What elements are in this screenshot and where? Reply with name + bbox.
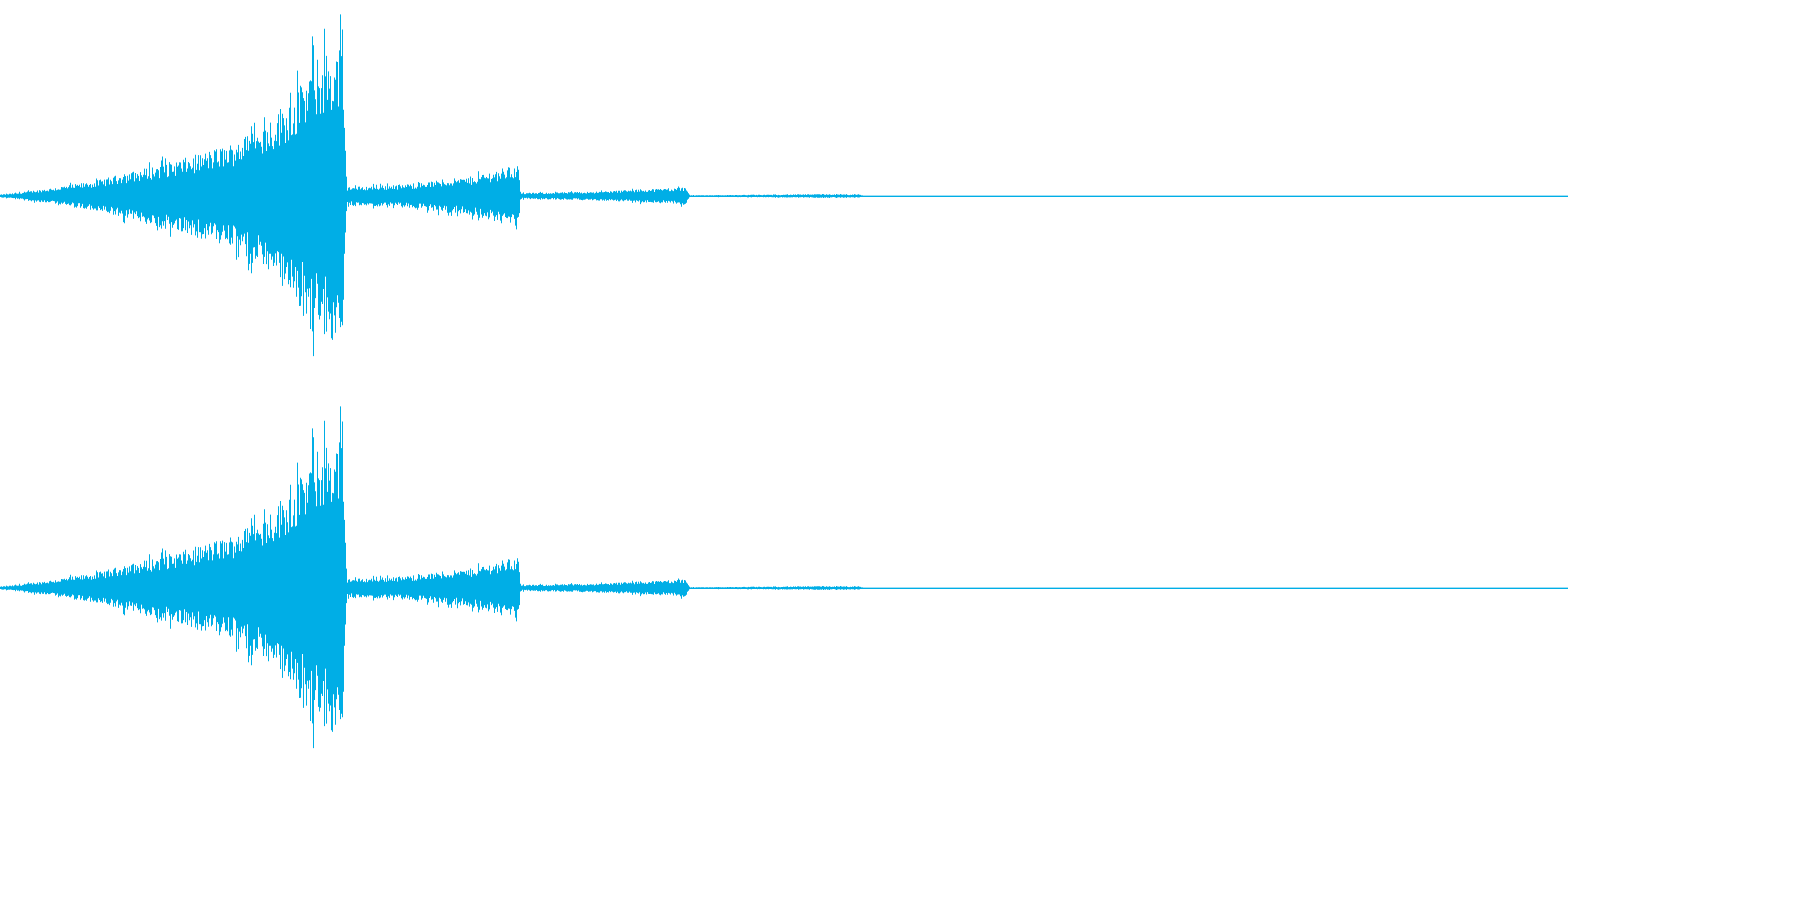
waveform-channel-2-svg: [0, 406, 1568, 749]
waveform-channel-2[interactable]: [0, 392, 1568, 784]
waveform-path-group-1: [0, 14, 1568, 357]
waveform-samples-2: [0, 406, 1568, 749]
waveform-path-group-2: [0, 406, 1568, 749]
waveform-channel-1[interactable]: [0, 0, 1568, 392]
waveform-display[interactable]: [0, 0, 1568, 784]
waveform-channel-1-svg: [0, 14, 1568, 357]
waveform-samples-1: [0, 14, 1568, 357]
